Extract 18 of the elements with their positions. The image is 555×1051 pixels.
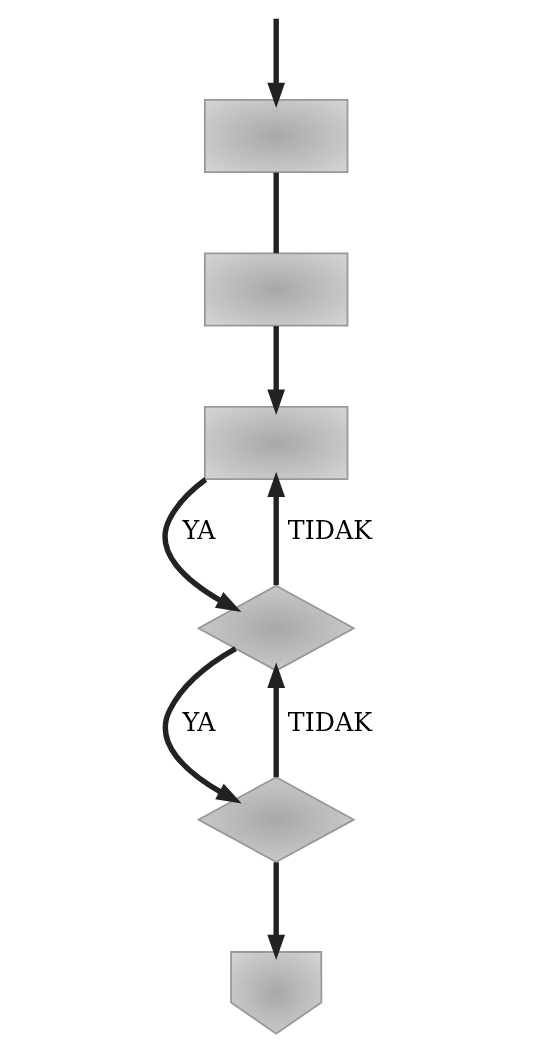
edge-label: YA	[182, 516, 216, 546]
arrow	[266, 471, 285, 586]
node-box	[203, 99, 348, 174]
edge-label: TIDAK	[287, 707, 372, 737]
arrow	[162, 646, 242, 804]
connector	[272, 172, 279, 254]
arrow	[266, 18, 285, 109]
node-pentagon	[229, 951, 322, 1035]
node-diamond	[196, 776, 356, 864]
edge-label: TIDAK	[287, 516, 372, 546]
node-diamond	[196, 584, 356, 672]
arrow	[266, 862, 285, 961]
node-box	[203, 406, 348, 481]
arrow	[161, 477, 241, 612]
node-box	[203, 252, 348, 327]
edge-label: YA	[182, 707, 216, 737]
arrow	[266, 662, 285, 778]
arrow	[266, 326, 285, 415]
